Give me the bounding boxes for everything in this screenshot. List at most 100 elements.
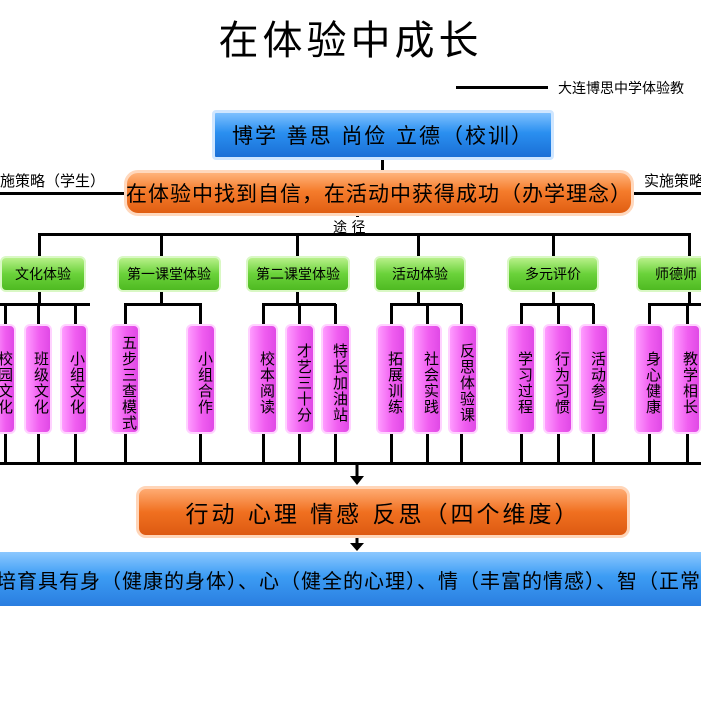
- item-specialty-station: 特长加油站: [321, 324, 351, 434]
- connector: [74, 304, 77, 324]
- item-label: 校本阅读: [258, 351, 276, 415]
- item-label: 班级文化: [32, 351, 50, 415]
- connector: [390, 304, 393, 324]
- connector: [160, 292, 163, 304]
- item-social-practice: 社会实践: [412, 324, 442, 434]
- connector: [686, 434, 689, 464]
- category-label: 第二课堂体验: [256, 267, 340, 283]
- goal-banner: 培育具有身（健康的身体）、心（健全的心理）、情（丰富的情感）、智（正常的智慧）完…: [0, 552, 701, 606]
- motto-banner: 博学 善思 尚俭 立德（校训）: [212, 110, 554, 160]
- sub-bus-line: [124, 303, 202, 306]
- connector: [557, 434, 560, 464]
- category-evaluation: 多元评价: [507, 256, 599, 292]
- connector: [688, 233, 691, 256]
- category-teacher: 师德师: [636, 256, 701, 292]
- item-label: 社会实践: [422, 351, 440, 415]
- arrow-down-icon: [350, 464, 364, 485]
- dimensions-banner: 行动 心理 情感 反思（四个维度）: [136, 486, 630, 538]
- connector: [648, 304, 651, 324]
- connector: [124, 304, 127, 324]
- subtitle: 大连博思中学体验教: [558, 81, 684, 97]
- connector: [686, 304, 689, 324]
- connector: [381, 160, 384, 172]
- connector: [74, 434, 77, 464]
- category-label: 第一课堂体验: [127, 267, 211, 283]
- item-label: 反思体验课: [458, 343, 476, 423]
- category-label: 文化体验: [15, 267, 71, 283]
- connector: [592, 304, 595, 324]
- connector: [38, 292, 41, 304]
- item-group-culture: 小组文化: [60, 324, 88, 434]
- goal-text: 培育具有身（健康的身体）、心（健全的心理）、情（丰富的情感）、智（正常的智慧）完…: [0, 568, 701, 593]
- category-first-classroom: 第一课堂体验: [117, 256, 221, 292]
- item-outward-training: 拓展训练: [376, 324, 406, 434]
- item-teaching-growth: 教学相长: [672, 324, 701, 434]
- item-label: 五步三查模式: [120, 335, 138, 431]
- connector: [552, 233, 555, 256]
- connector: [298, 434, 301, 464]
- connector: [426, 304, 429, 324]
- right-branch-line: [634, 192, 701, 195]
- connector: [334, 304, 337, 324]
- item-label: 行为习惯: [553, 351, 571, 415]
- connector: [38, 233, 41, 256]
- item-talent-thirty: 才艺三十分: [285, 324, 315, 434]
- connector: [417, 292, 420, 304]
- connector: [296, 233, 299, 256]
- connector: [262, 304, 265, 324]
- item-label: 身心健康: [644, 351, 662, 415]
- path-label: 途 径: [333, 217, 366, 237]
- category-second-classroom: 第二课堂体验: [246, 256, 350, 292]
- connector: [426, 434, 429, 464]
- item-learning-process: 学习过程: [506, 324, 536, 434]
- item-class-culture: 班级文化: [24, 324, 52, 434]
- arrow-down-icon: [350, 538, 364, 551]
- category-label: 多元评价: [525, 267, 581, 283]
- connector: [298, 304, 301, 324]
- item-behavior-habit: 行为习惯: [543, 324, 573, 434]
- connector: [520, 304, 523, 324]
- left-strategy-label: 施策略（学生）: [0, 172, 106, 190]
- item-label: 小组合作: [196, 351, 214, 415]
- category-label: 师德师: [655, 267, 697, 283]
- connector: [199, 304, 202, 324]
- connector: [334, 434, 337, 464]
- category-label: 活动体验: [392, 267, 448, 283]
- item-label: 拓展训练: [386, 351, 404, 415]
- item-label: 活动参与: [589, 351, 607, 415]
- sub-bus-line: [648, 303, 701, 306]
- connector: [557, 304, 560, 324]
- item-label: 特长加油站: [331, 343, 349, 423]
- item-label: 小组文化: [68, 351, 86, 415]
- category-bus-line: [38, 233, 690, 236]
- motto-text: 博学 善思 尚俭 立德（校训）: [231, 124, 535, 148]
- diagram-title: 在体验中成长: [218, 18, 483, 64]
- item-label: 学习过程: [516, 351, 534, 415]
- connector: [552, 292, 555, 304]
- bottom-bus-line: [0, 462, 701, 465]
- subtitle-rule: [456, 86, 548, 89]
- connector: [262, 434, 265, 464]
- connector: [592, 434, 595, 464]
- connector: [199, 434, 202, 464]
- left-branch-line: [0, 192, 124, 195]
- connector: [520, 434, 523, 464]
- connector: [37, 434, 40, 464]
- connector: [648, 434, 651, 464]
- connector: [460, 434, 463, 464]
- connector: [296, 292, 299, 304]
- concept-banner: 在体验中找到自信，在活动中获得成功（办学理念）: [124, 170, 634, 216]
- item-physical-mental-health: 身心健康: [634, 324, 664, 434]
- dimensions-text: 行动 心理 情感 反思（四个维度）: [185, 502, 581, 528]
- concept-text: 在体验中找到自信，在活动中获得成功（办学理念）: [126, 182, 632, 206]
- connector: [124, 434, 127, 464]
- category-culture: 文化体验: [0, 256, 86, 292]
- connector: [37, 304, 40, 324]
- item-label: 教学相长: [681, 351, 699, 415]
- item-activity-participation: 活动参与: [579, 324, 609, 434]
- connector: [160, 233, 163, 256]
- connector: [417, 233, 420, 256]
- connector: [4, 434, 7, 464]
- item-campus-culture: 校园文化: [0, 324, 16, 434]
- connector: [390, 434, 393, 464]
